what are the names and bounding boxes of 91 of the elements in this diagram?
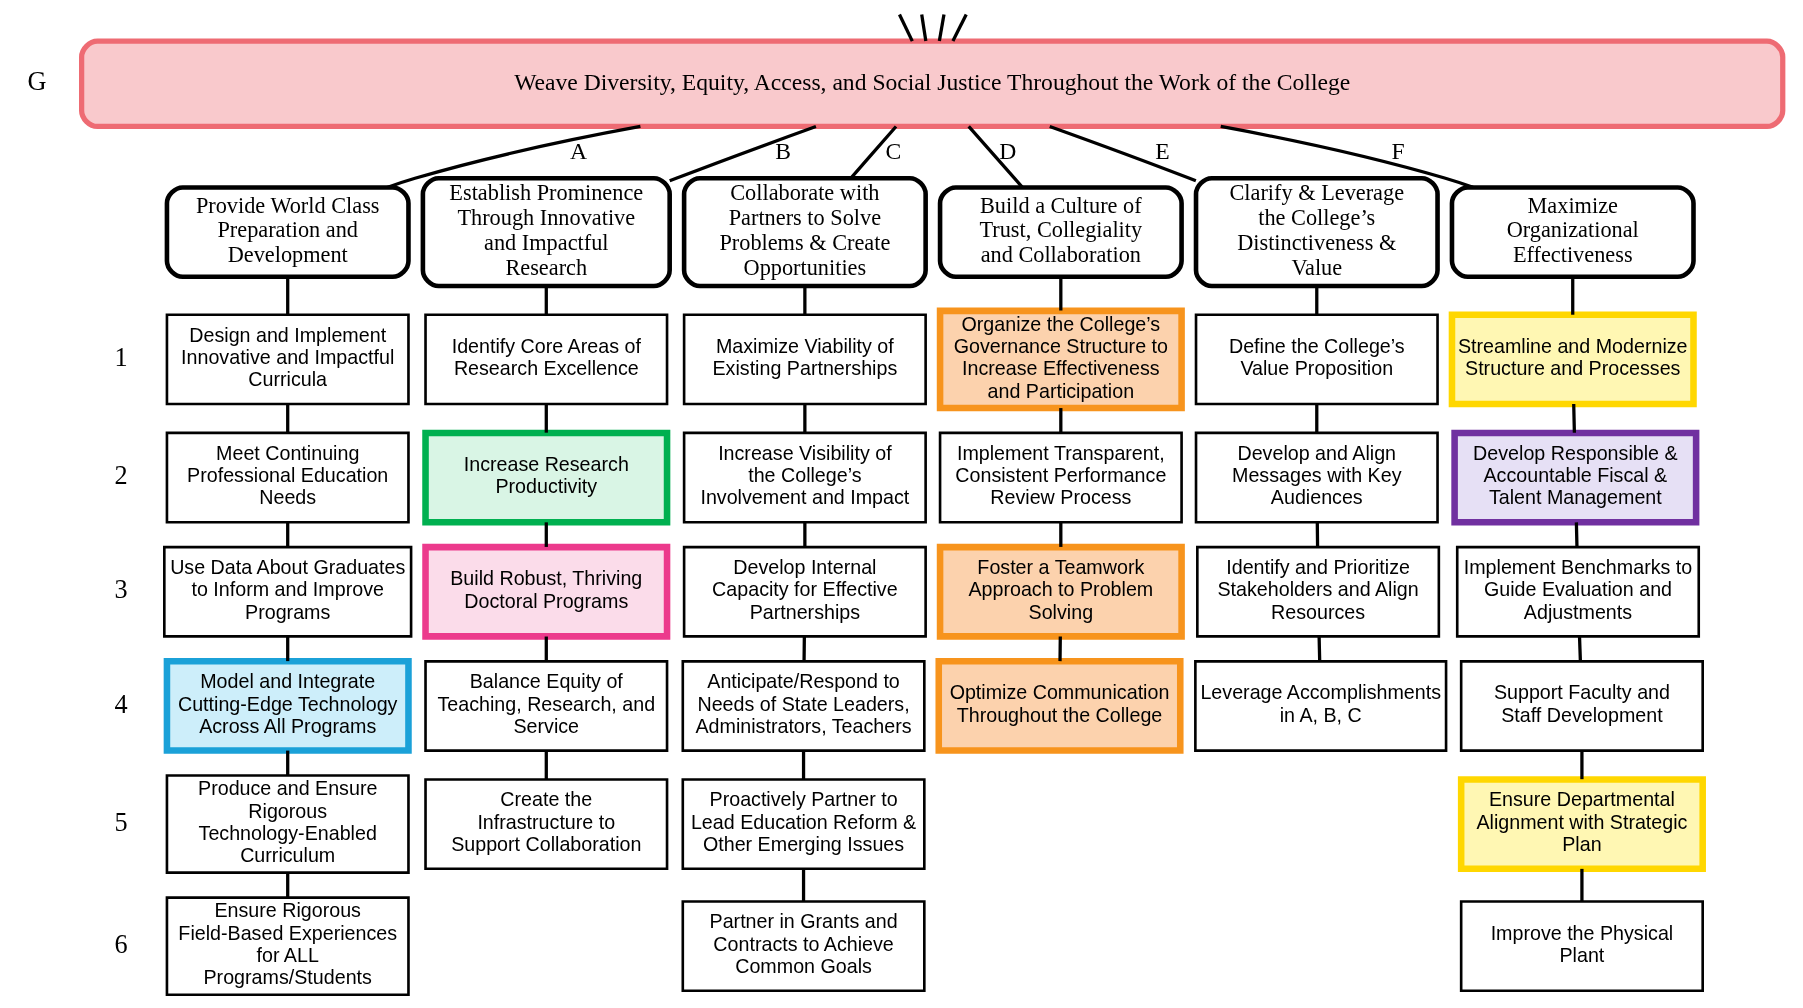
connector xyxy=(801,868,805,902)
node-box: Foster a Teamwork Approach to Problem Solving xyxy=(936,543,1185,640)
connector xyxy=(544,636,548,662)
node-box: Proactively Partner to Lead Education Reform & Other Emerging Issues xyxy=(681,778,926,871)
connector xyxy=(285,404,289,433)
node-box: Optimize Communication Throughout the College xyxy=(934,658,1184,754)
connector xyxy=(544,750,548,780)
connector xyxy=(801,636,806,662)
connector xyxy=(1058,522,1062,547)
node-box: Streamline and Modernize Structure and Processes xyxy=(1448,311,1697,408)
connector xyxy=(950,13,968,42)
edge-label: C xyxy=(885,138,901,165)
node-box: Clarify & Leverage the College’s Distinctiveness & Value xyxy=(1193,176,1440,289)
connector xyxy=(1315,522,1319,547)
connector xyxy=(1058,408,1062,433)
connector xyxy=(802,285,806,315)
connector xyxy=(802,522,806,547)
node-box: Implement Transparent, Consistent Performance Review Process xyxy=(938,431,1183,524)
label: 3 xyxy=(113,575,128,605)
connector xyxy=(285,522,289,547)
node-box: Balance Equity of Teaching, Research, and Service xyxy=(423,660,668,752)
label: 5 xyxy=(113,807,128,837)
node-box: Meet Continuing Professional Education Needs xyxy=(165,431,410,524)
node-box: Weave Diversity, Equity, Access, and Social Justice Throughout the Work of the College xyxy=(78,38,1785,130)
node-box: Develop and Align Messages with Key Audiences xyxy=(1194,431,1439,524)
connector xyxy=(1579,750,1584,780)
connector xyxy=(285,277,289,315)
edge-label: A xyxy=(569,138,587,165)
node-box: Implement Benchmarks to Guide Evaluation and Adjustments xyxy=(1455,545,1700,638)
node-box: Increase Visibility of the College’s Involvement and Impact xyxy=(682,431,927,524)
edge-label: B xyxy=(774,138,791,165)
node-box: Produce and Ensure Rigorous Technology-Enabled Curriculum xyxy=(165,774,410,874)
node-box: Design and Implement Innovative and Impactful Curricula xyxy=(165,313,410,406)
node-box: Create the Infrastructure to Support Collaboration xyxy=(423,778,668,871)
node-box: Maximize Viability of Existing Partnerships xyxy=(682,313,927,406)
connector xyxy=(1058,277,1062,311)
connector xyxy=(544,404,548,433)
connector xyxy=(937,14,946,42)
node-box: Define the College’s Value Proposition xyxy=(1194,313,1439,406)
node-box: Leverage Accomplishments in A, B, C xyxy=(1193,660,1447,752)
node-box: Increase Research Productivity xyxy=(421,429,670,526)
edge-label: F xyxy=(1391,138,1405,165)
connector xyxy=(966,125,1024,189)
node-box: Anticipate/Respond to Needs of State Leaders, Administrators, Teachers xyxy=(681,660,926,752)
node-box: Develop Internal Capacity for Effective Partnerships xyxy=(682,545,927,638)
node-box: Identify and Prioritize Stakeholders and Align Resources xyxy=(1195,545,1440,638)
connector xyxy=(668,124,816,183)
connector xyxy=(1057,636,1062,662)
connector xyxy=(1314,285,1318,315)
label: 2 xyxy=(113,461,128,491)
node-box: Model and Integrate Cutting-Edge Technology Across All Programs xyxy=(163,658,412,754)
node-box: Develop Responsible & Accountable Fiscal & Talent Management xyxy=(1450,429,1699,526)
connector xyxy=(544,285,548,315)
label: 1 xyxy=(113,342,128,372)
node-label: G xyxy=(27,67,46,97)
connector xyxy=(544,522,548,547)
node-box: Build a Culture of Trust, Collegiality and Collaboration xyxy=(937,185,1184,280)
node-box: Build Robust, Thriving Doctoral Programs xyxy=(421,543,670,640)
connector xyxy=(1048,124,1196,183)
node-box: Ensure Rigorous Field-Based Experiences for ALL Programs/Students xyxy=(165,896,410,997)
node-box: Improve the Physical Plant xyxy=(1459,900,1704,993)
connector xyxy=(1574,522,1579,547)
label: 6 xyxy=(113,929,128,959)
node-box: Support Faculty and Staff Development xyxy=(1459,660,1704,752)
connector xyxy=(285,636,289,662)
node-box: Provide World Class Preparation and Development xyxy=(164,185,411,280)
connector xyxy=(919,14,927,42)
connector xyxy=(897,13,914,42)
connector xyxy=(1317,636,1321,662)
node-box: Ensure Departmental Alignment with Strategic Plan xyxy=(1457,776,1706,872)
connector xyxy=(285,750,289,776)
node-box: Organize the College’s Governance Structure to Increase Effectiveness and Participation xyxy=(936,307,1185,412)
connector xyxy=(1571,404,1576,433)
connector xyxy=(1579,868,1584,902)
node-box: Partner in Grants and Contracts to Achieve Common Goals xyxy=(681,900,926,993)
connector xyxy=(849,125,897,179)
node-box: Identify Core Areas of Research Excellence xyxy=(423,313,668,406)
node-box: Maximize Organizational Effectiveness xyxy=(1449,185,1696,280)
node-box: Use Data About Graduates to Inform and Improve Programs xyxy=(162,545,412,638)
edge-label: D xyxy=(998,138,1016,165)
connector xyxy=(285,872,289,898)
label: 4 xyxy=(113,689,128,719)
connector xyxy=(801,750,805,780)
connector xyxy=(1314,404,1318,433)
node-box: Establish Prominence Through Innovative and Impactful Research xyxy=(420,176,672,289)
node-box: Collaborate with Partners to Solve Problems & Create Opportunities xyxy=(681,176,928,289)
connector xyxy=(1570,277,1574,315)
connector xyxy=(1577,636,1582,662)
connector xyxy=(1219,124,1474,189)
edge-label: E xyxy=(1154,138,1170,165)
connector xyxy=(802,404,806,433)
